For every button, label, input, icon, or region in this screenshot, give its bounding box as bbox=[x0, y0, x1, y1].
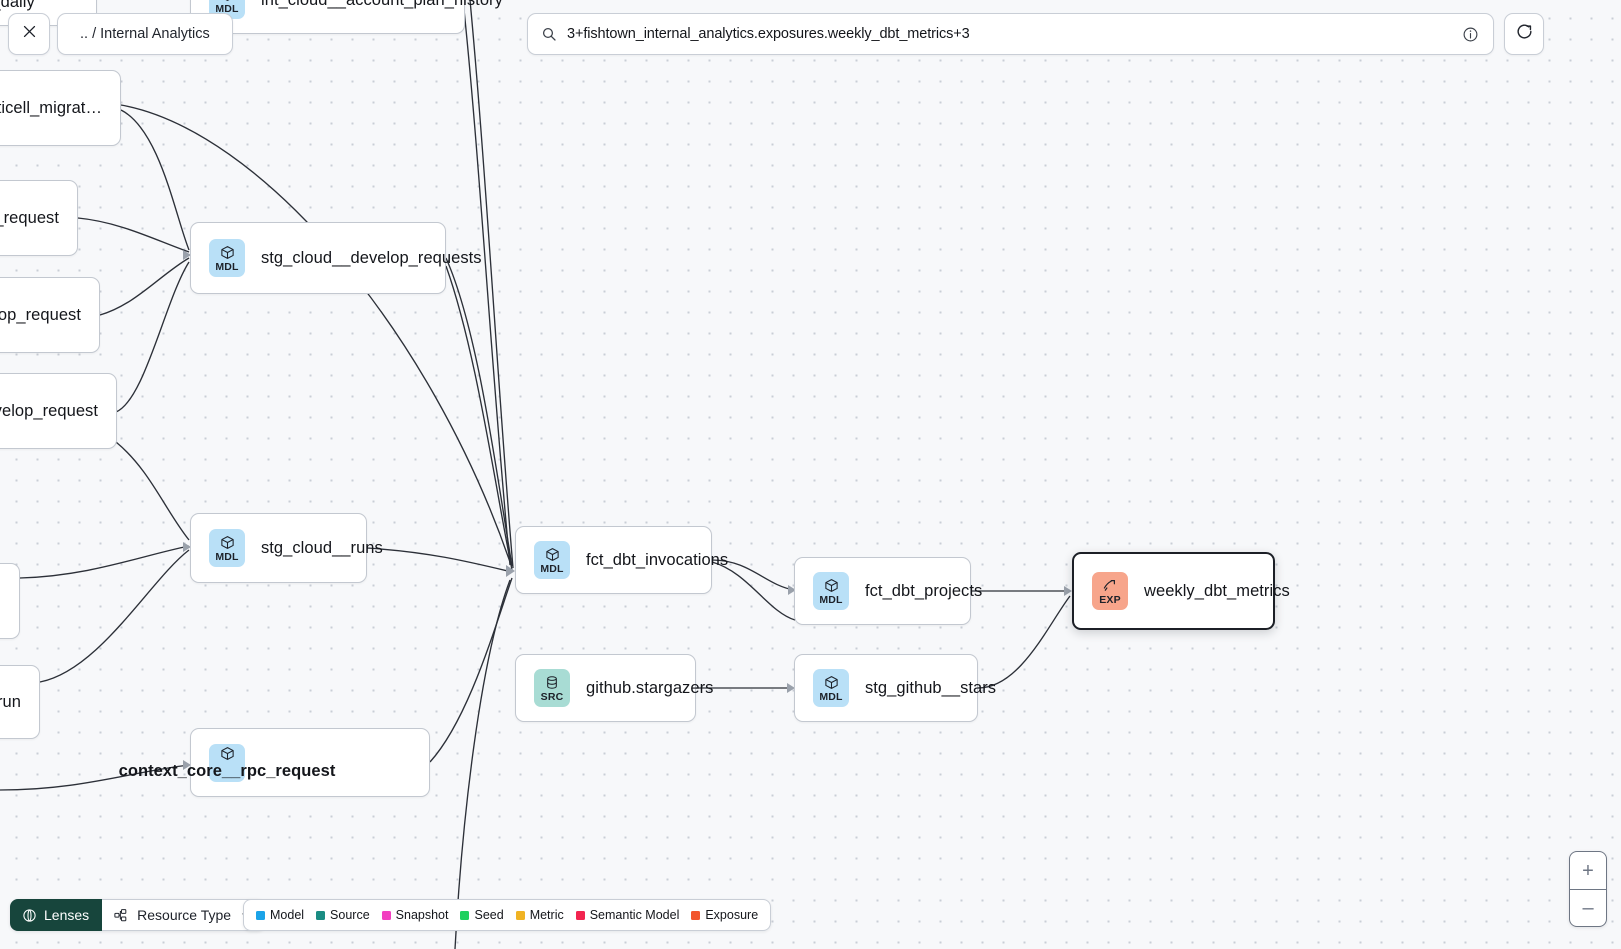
zoom-controls[interactable]: + – bbox=[1569, 851, 1607, 927]
node-label: _develop_request bbox=[0, 401, 98, 420]
breadcrumb-label: .. / Internal Analytics bbox=[80, 26, 210, 42]
node-label: context_core__rpc_request bbox=[118, 761, 336, 780]
resource-type-label: Resource Type bbox=[137, 907, 232, 923]
lineage-search-bar[interactable] bbox=[527, 13, 1494, 55]
cube-icon bbox=[220, 0, 235, 3]
search-icon bbox=[541, 26, 557, 42]
legend-label: Exposure bbox=[705, 908, 759, 922]
legend-item-seed[interactable]: Seed bbox=[460, 908, 504, 922]
database-icon bbox=[545, 674, 559, 691]
legend-item-snapshot[interactable]: Snapshot bbox=[381, 908, 449, 922]
node-label: weekly_dbt_metrics bbox=[1144, 581, 1290, 600]
legend-swatch bbox=[460, 910, 470, 920]
resource-type-dropdown[interactable]: Resource Type bbox=[102, 899, 266, 931]
legend-label: Metric bbox=[529, 908, 564, 922]
node-label: multicell_migrat… bbox=[0, 98, 102, 117]
badge-code: EXP bbox=[1099, 593, 1121, 606]
legend-swatch bbox=[575, 910, 585, 920]
legend-label: Source bbox=[330, 908, 370, 922]
lenses-group[interactable]: Lenses Resource Type bbox=[10, 899, 266, 931]
badge-code: MDL bbox=[540, 562, 564, 575]
badge-code: MDL bbox=[819, 690, 843, 703]
refresh-icon bbox=[1515, 22, 1534, 46]
graph-node-fct-dbt-invocations[interactable]: MDL fct_dbt_invocations bbox=[515, 526, 728, 594]
node-label: fct_dbt_invocations bbox=[586, 550, 729, 569]
graph-node-develop-request-b[interactable]: velop_request bbox=[0, 277, 100, 353]
legend-label: Seed bbox=[474, 908, 504, 922]
badge-code: SRC bbox=[540, 690, 564, 703]
mdl-badge: MDL bbox=[209, 239, 245, 277]
cube-icon bbox=[220, 244, 235, 261]
legend-item-model[interactable]: Model bbox=[256, 908, 304, 922]
node-label: stg_cloud__develop_requests bbox=[261, 248, 482, 267]
cube-icon bbox=[824, 674, 839, 691]
nodes-icon bbox=[113, 908, 128, 923]
mdl-badge: MDL bbox=[534, 541, 570, 579]
zoom-out-button[interactable]: – bbox=[1570, 889, 1606, 926]
badge-code: MDL bbox=[215, 260, 239, 273]
resource-type-legend: Model Source Snapshot Seed Metric Semantic Mo… bbox=[243, 899, 772, 931]
node-label: p_request bbox=[0, 208, 59, 227]
info-icon[interactable] bbox=[1462, 26, 1479, 43]
legend-label: Snapshot bbox=[395, 908, 449, 922]
node-label: stg_cloud__runs bbox=[261, 538, 383, 557]
graph-node-weekly-dbt-metrics[interactable]: EXP weekly_dbt_metrics bbox=[1072, 552, 1290, 630]
src-badge: SRC bbox=[534, 669, 570, 707]
lenses-label: Lenses bbox=[44, 907, 90, 923]
node-label: n bbox=[0, 592, 1, 611]
legend-item-semantic-model[interactable]: Semantic Model bbox=[575, 908, 680, 922]
search-input[interactable] bbox=[567, 26, 1452, 42]
graph-node-stg-cloud-runs[interactable]: MDL stg_cloud__runs bbox=[190, 513, 383, 583]
cube-icon bbox=[545, 546, 560, 563]
cube-icon bbox=[824, 577, 839, 594]
mdl-badge: MDL bbox=[813, 572, 849, 610]
node-label: int_cloud__account_plan_history bbox=[261, 0, 503, 10]
legend-swatch bbox=[316, 910, 326, 920]
breadcrumb[interactable]: .. / Internal Analytics bbox=[57, 13, 233, 55]
mdl-badge: context_core__rpc_request bbox=[119, 743, 335, 782]
lens-icon bbox=[22, 908, 37, 923]
cube-icon bbox=[220, 745, 235, 762]
graph-node-github-stargazers[interactable]: SRC github.stargazers bbox=[515, 654, 713, 722]
badge-code: MDL bbox=[215, 550, 239, 563]
legend-item-exposure[interactable]: Exposure bbox=[691, 908, 758, 922]
legend-label: Model bbox=[270, 908, 305, 922]
node-label: github.stargazers bbox=[586, 678, 714, 697]
legend-label: Semantic Model bbox=[589, 908, 680, 922]
graph-node-develop-request-a[interactable]: p_request bbox=[0, 180, 78, 256]
cube-icon bbox=[220, 534, 235, 551]
graph-node-stg-github-stars[interactable]: MDL stg_github__stars bbox=[794, 654, 996, 722]
exp-badge: EXP bbox=[1092, 572, 1128, 610]
graph-node-develop-request-c[interactable]: _develop_request bbox=[0, 373, 117, 449]
graph-node-fct-dbt-projects[interactable]: MDL fct_dbt_projects bbox=[794, 557, 982, 625]
graph-node-stg-cloud-develop-requests[interactable]: MDL stg_cloud__develop_requests bbox=[190, 222, 482, 294]
mdl-badge: MDL bbox=[813, 669, 849, 707]
node-label: stg_github__stars bbox=[865, 678, 997, 697]
node-label: _run bbox=[0, 692, 21, 711]
lenses-button[interactable]: Lenses bbox=[10, 899, 103, 931]
badge-code: MDL bbox=[819, 593, 843, 606]
refresh-button[interactable] bbox=[1504, 13, 1544, 55]
legend-item-metric[interactable]: Metric bbox=[515, 908, 564, 922]
legend-swatch bbox=[256, 910, 265, 920]
graph-node-multicell-migration[interactable]: multicell_migrat… bbox=[0, 70, 121, 146]
legend-swatch bbox=[381, 910, 391, 920]
legend-swatch bbox=[515, 910, 525, 920]
graph-node-partial-run[interactable]: _run bbox=[0, 665, 40, 739]
chart-line-icon bbox=[1102, 577, 1118, 594]
legend-swatch bbox=[691, 910, 701, 920]
graph-node-partial-n[interactable]: n bbox=[0, 563, 20, 639]
legend-item-source[interactable]: Source bbox=[316, 908, 370, 922]
node-label: velop_request bbox=[0, 305, 81, 324]
node-label: snapshot_daily bbox=[0, 0, 35, 11]
close-button[interactable] bbox=[8, 13, 50, 55]
mdl-badge: MDL bbox=[209, 529, 245, 567]
graph-node-context-core-rpc-request[interactable]: context_core__rpc_request bbox=[119, 728, 430, 797]
zoom-in-button[interactable]: + bbox=[1582, 859, 1594, 882]
graph-node-int-cloud-account-plan-history[interactable]: MDL int_cloud__account_plan_history bbox=[190, 0, 503, 34]
node-label: fct_dbt_projects bbox=[865, 581, 983, 600]
close-icon bbox=[21, 23, 38, 45]
badge-code: MDL bbox=[215, 2, 239, 15]
